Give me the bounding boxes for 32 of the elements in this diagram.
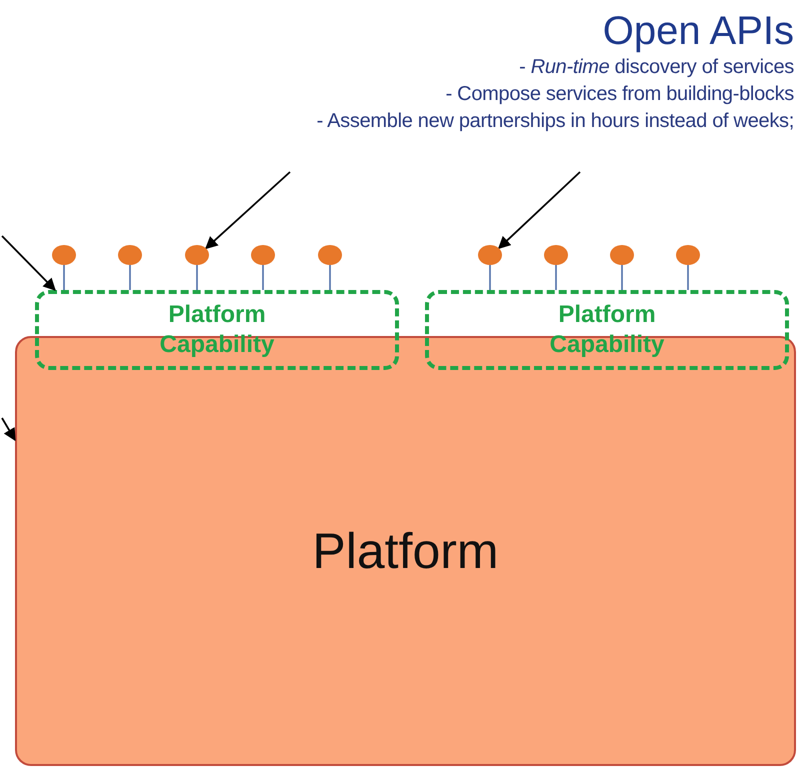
api-dot: [318, 245, 342, 265]
bullet-text: - Assemble new partnerships in hours instead of weeks;: [316, 109, 794, 134]
api-dot: [610, 245, 634, 265]
connector-line: [687, 265, 689, 290]
connector-line: [489, 265, 491, 290]
bullet-text: - Compose services from building-blocks: [446, 82, 794, 107]
api-dot: [185, 245, 209, 265]
capability-dashed-box: [35, 290, 399, 370]
connector-line: [555, 265, 557, 290]
connector-line: [63, 265, 65, 290]
connector-line: [262, 265, 264, 290]
arrow: [205, 171, 291, 250]
api-dot: [478, 245, 502, 265]
arrow: [1, 418, 16, 442]
connector-line: [621, 265, 623, 290]
connector-line: [329, 265, 331, 290]
capability-label: Platform Capability: [158, 300, 276, 360]
arrow: [1, 235, 56, 291]
api-dot: [52, 245, 76, 265]
connector-line: [196, 265, 198, 290]
api-dot: [676, 245, 700, 265]
bullet-text: - Run-time discovery of services: [519, 55, 794, 80]
platform-box: [15, 336, 796, 766]
platform-label: Platform: [312, 522, 499, 580]
api-dot: [544, 245, 568, 265]
api-dot: [118, 245, 142, 265]
api-dot: [251, 245, 275, 265]
connector-line: [129, 265, 131, 290]
capability-label: Platform Capability: [548, 300, 666, 360]
capability-dashed-box: [425, 290, 789, 370]
heading: Open APIs: [602, 8, 794, 54]
arrow: [498, 171, 581, 250]
